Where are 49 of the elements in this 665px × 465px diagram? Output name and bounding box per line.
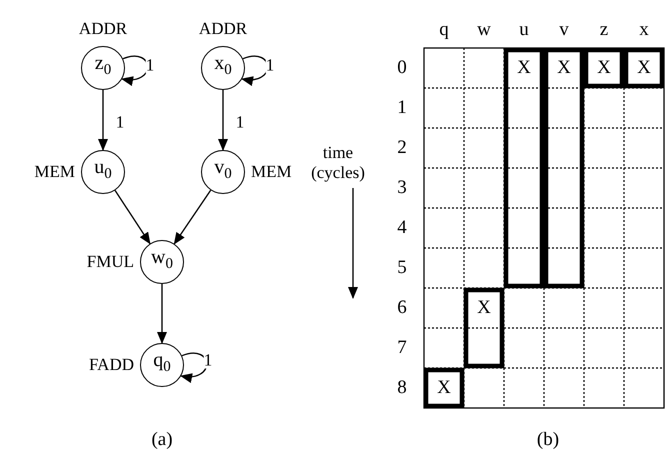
node-label: u$_{0}$ <box>93 157 113 184</box>
row-number: 7 <box>397 337 407 359</box>
column-header: x <box>639 19 649 41</box>
arrow <box>218 90 228 151</box>
arrow <box>241 56 268 86</box>
cell-mark: X <box>477 297 491 319</box>
arrow <box>174 190 212 245</box>
subfigure-caption: (a) <box>151 429 173 451</box>
edge-label: 1 <box>236 114 244 130</box>
edge-label: 1 <box>116 114 124 130</box>
row-number: 8 <box>397 377 407 399</box>
node-label: w$_{0}$ <box>150 247 174 274</box>
unit-label: MEM <box>251 162 292 182</box>
cell-mark: X <box>597 57 611 79</box>
node-label: x$_{0}$ <box>213 53 233 80</box>
cell-mark: X <box>557 57 571 79</box>
cell-mark: X <box>437 377 451 399</box>
column-header: q <box>439 19 449 41</box>
row-number: 2 <box>397 137 407 159</box>
edge-label: 1 <box>266 56 274 74</box>
edge-label: 1 <box>204 352 212 368</box>
arrow <box>157 284 167 344</box>
arrow <box>98 90 108 151</box>
unit-label: FADD <box>88 355 134 375</box>
cell-mark: X <box>517 57 531 79</box>
node-label: z$_{0}$ <box>94 53 112 80</box>
subfigure-caption: (b) <box>536 429 560 451</box>
column-header: v <box>559 19 569 41</box>
axis-label: time (cycles) <box>310 143 366 183</box>
column-header: w <box>477 19 491 41</box>
row-number: 1 <box>397 97 407 119</box>
unit-label: MEM <box>34 162 75 182</box>
cell-mark: X <box>637 57 651 79</box>
row-number: 3 <box>397 177 407 199</box>
column-header: z <box>600 19 608 41</box>
row-number: 6 <box>397 297 407 319</box>
row-number: 5 <box>397 257 407 279</box>
arrow <box>180 352 208 382</box>
row-number: 0 <box>397 57 407 79</box>
unit-label: ADDR <box>198 19 248 39</box>
edge-label: 1 <box>146 56 154 74</box>
node-label: v$_{0}$ <box>213 157 233 184</box>
arrow <box>114 190 150 244</box>
unit-label: ADDR <box>78 19 128 39</box>
column-header: u <box>519 19 529 41</box>
unit-label: FMUL <box>86 252 134 272</box>
row-number: 4 <box>397 217 407 239</box>
node-label: q$_{0}$ <box>152 350 172 378</box>
arrow <box>121 56 148 86</box>
